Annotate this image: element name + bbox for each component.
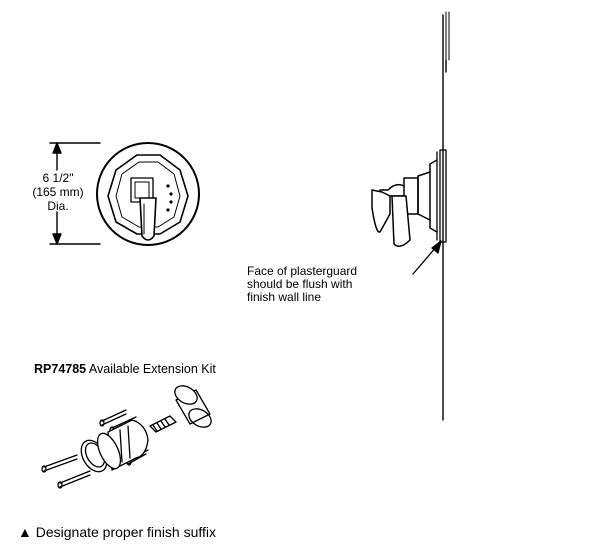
extension-cap <box>174 385 212 428</box>
plasterguard-note-line-1: Face of plasterguard <box>247 264 358 278</box>
plasterguard-note: Face of plasterguard should be flush wit… <box>247 265 357 304</box>
valve-side-view <box>371 159 438 247</box>
extension-kit-drawing <box>41 385 212 489</box>
temperature-indicator-dots <box>166 184 173 212</box>
extension-kit-label: Available Extension Kit <box>88 362 216 376</box>
plasterguard-note-line-2: should be flush with <box>247 277 353 291</box>
finish-wall-line <box>442 14 447 421</box>
extension-kit-part-number: RP74785 <box>34 362 87 376</box>
trim-front-view <box>96 142 200 246</box>
leader-arrow <box>412 240 442 275</box>
plasterguard-note-line-3: finish wall line <box>247 290 322 304</box>
octagonal-escutcheon <box>107 154 189 235</box>
diameter-dimension-line <box>49 142 101 245</box>
extension-kit-caption: RP74785 Available Extension Kit <box>34 362 216 376</box>
lever-side <box>371 189 391 233</box>
finish-suffix-text: Designate proper finish suffix <box>35 524 217 540</box>
stem-extension <box>149 415 177 433</box>
plasterguard <box>436 149 447 243</box>
finish-suffix-note: ▲ Designate proper finish suffix <box>18 524 216 540</box>
triangle-symbol-icon: ▲ <box>18 524 32 540</box>
extension-sleeve <box>96 419 149 471</box>
diameter-dimension-label: 6 1/2" (165 mm) Dia. <box>30 171 86 213</box>
dimension-inches: 6 1/2" <box>42 171 74 185</box>
wall-edge-detail <box>445 11 450 61</box>
dimension-dia: Dia. <box>47 199 69 213</box>
lever-handle <box>139 197 157 241</box>
dimension-mm: (165 mm) <box>32 185 84 199</box>
